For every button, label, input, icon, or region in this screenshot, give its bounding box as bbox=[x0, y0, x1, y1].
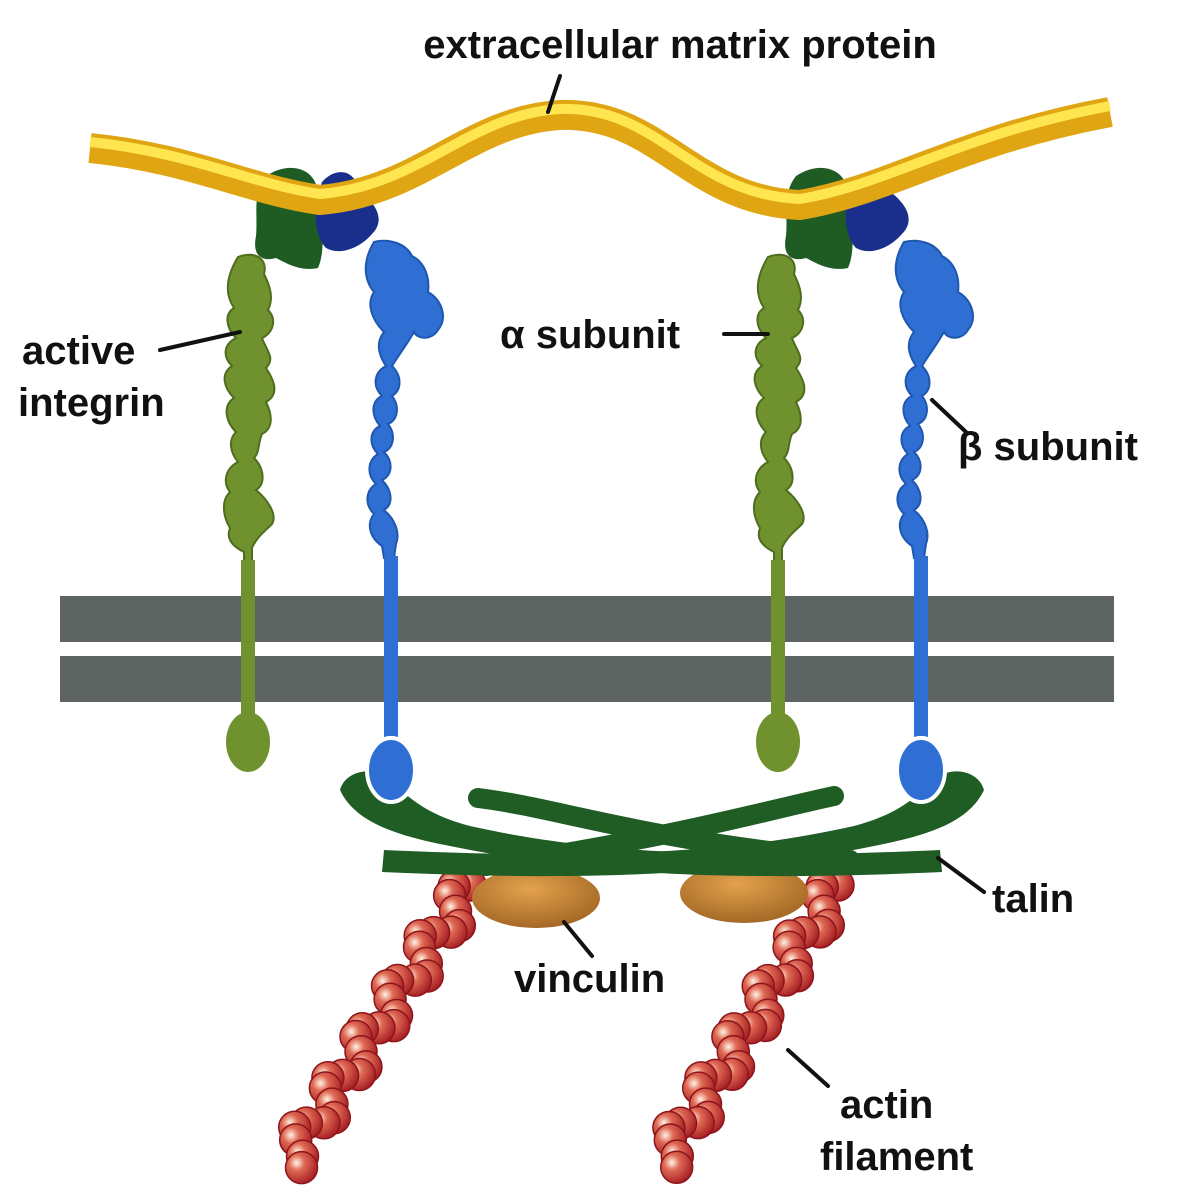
vinculin-leader-line bbox=[562, 920, 594, 958]
actin-filament-left bbox=[277, 868, 487, 1185]
vinculin-label: vinculin bbox=[514, 957, 665, 1001]
talin-strand-a bbox=[468, 788, 860, 870]
beta-subunit-left bbox=[315, 172, 444, 804]
beta-tail-end-left bbox=[365, 736, 417, 804]
talin-leader-line bbox=[936, 856, 986, 894]
talin-left-arm bbox=[340, 771, 942, 877]
alpha-subunit-label: α subunit bbox=[500, 313, 680, 357]
active-integrin-leader-line bbox=[158, 330, 242, 352]
integrin-right bbox=[752, 167, 974, 804]
membrane-inner-leaflet bbox=[60, 656, 1114, 702]
actin-filament-leader-line bbox=[786, 1048, 830, 1088]
vinculin-right bbox=[680, 863, 808, 923]
beta-subunit-right bbox=[845, 172, 974, 804]
extracellular-matrix-fiber bbox=[88, 97, 1113, 221]
active-integrin-label-line1: active bbox=[22, 329, 135, 373]
beta-subunit-leader-line bbox=[930, 398, 968, 434]
talin bbox=[340, 771, 984, 877]
talin-label: talin bbox=[992, 877, 1074, 921]
actin-bead bbox=[284, 1150, 319, 1185]
integrin-left bbox=[222, 167, 444, 804]
ecm-label: extracellular matrix protein bbox=[423, 23, 937, 67]
ecm-leader-line bbox=[546, 74, 562, 114]
actin-filament-label-line2: filament bbox=[820, 1135, 973, 1179]
active-integrin-label-line2: integrin bbox=[18, 381, 165, 425]
actin-filament-label-line1: actin bbox=[840, 1083, 933, 1127]
actin-bead bbox=[659, 1150, 694, 1185]
talin-strand-b bbox=[476, 786, 844, 876]
membrane-outer-leaflet bbox=[60, 596, 1114, 642]
beta-tail-end-right bbox=[895, 736, 947, 804]
vinculin-left bbox=[472, 868, 600, 928]
beta-subunit-label: β subunit bbox=[958, 425, 1138, 469]
